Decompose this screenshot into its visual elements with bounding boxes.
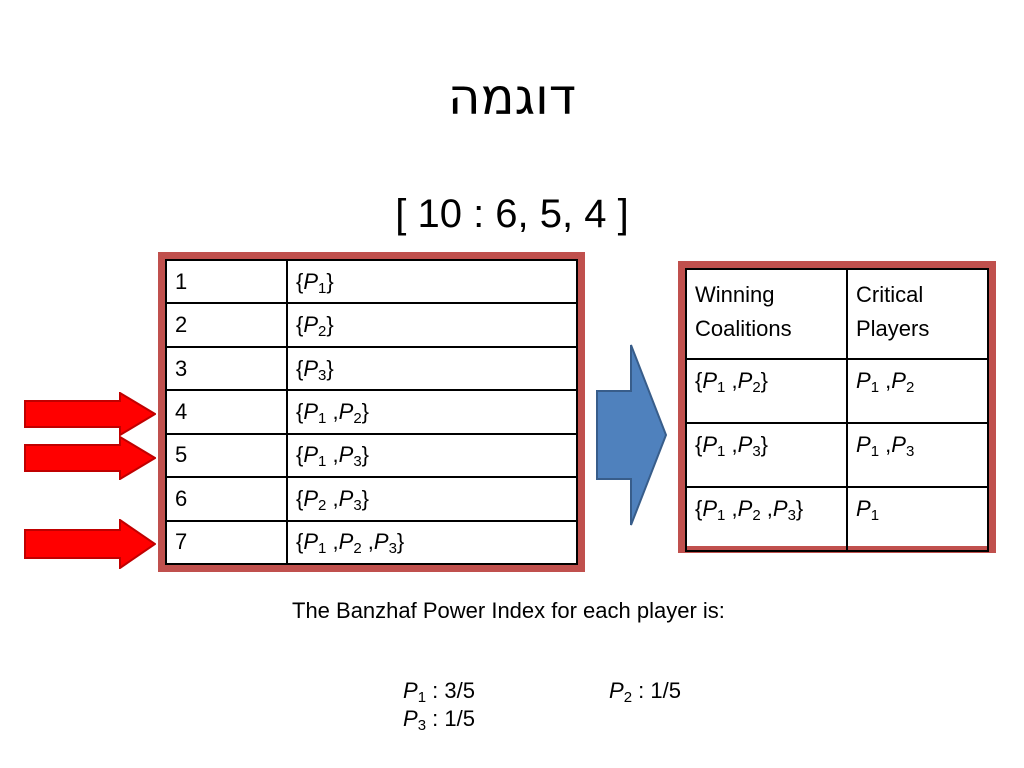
banzhaf-value-p2: P2 : 1/5: [609, 678, 681, 706]
winning-coalition-row: {P1 ,P2 ,P3}P1: [685, 486, 989, 552]
coalition-row: 2{P2}: [165, 302, 578, 348]
winning-coalitions-table-frame: Winning Coalitions Critical Players {P1 …: [678, 261, 996, 553]
blue-arrow: [596, 344, 668, 526]
critical-players: P1 ,P2: [846, 358, 989, 424]
coalition-number: 1: [165, 258, 288, 305]
slide-title: דוגמה: [447, 68, 577, 126]
coalition-set: {P3}: [286, 345, 578, 392]
winning-coalition-row: {P1 ,P3}P1 ,P3: [685, 422, 989, 488]
red-arrow-row-4: [24, 392, 156, 436]
coalition-row: 4{P1 ,P2}: [165, 389, 578, 435]
coalition-set: {P2 ,P3}: [286, 476, 578, 522]
table-header-row: Winning Coalitions Critical Players: [685, 268, 989, 360]
critical-players: P1 ,P3: [846, 422, 989, 488]
weighted-voting-system: [ 10 : 6, 5, 4 ]: [395, 192, 629, 236]
coalition-number: 6: [165, 476, 288, 522]
coalition-number: 3: [165, 345, 288, 392]
banzhaf-caption: The Banzhaf Power Index for each player …: [292, 598, 725, 623]
coalition-set: {P1 ,P2 ,P3}: [286, 519, 578, 566]
winning-coalition-row: {P1 ,P2}P1 ,P2: [685, 358, 989, 424]
coalition-row: 7{P1 ,P2 ,P3}: [165, 519, 578, 566]
coalition-set: {P1 ,P3}: [286, 432, 578, 479]
coalition-set: {P1}: [286, 258, 578, 305]
critical-players: P1: [846, 486, 989, 552]
winning-coalitions-table: Winning Coalitions Critical Players {P1 …: [685, 268, 989, 552]
coalition-set: {P2}: [286, 302, 578, 348]
coalition-row: 1{P1}: [165, 258, 578, 305]
winning-coalition: {P1 ,P2}: [685, 358, 848, 424]
coalition-row: 5{P1 ,P3}: [165, 432, 578, 479]
winning-coalition: {P1 ,P2 ,P3}: [685, 486, 848, 552]
coalitions-table: 1{P1}2{P2}3{P3}4{P1 ,P2}5{P1 ,P3}6{P2 ,P…: [165, 258, 578, 566]
coalitions-table-frame: 1{P1}2{P2}3{P3}4{P1 ,P2}5{P1 ,P3}6{P2 ,P…: [158, 252, 585, 572]
banzhaf-value-p3: P3 : 1/5: [403, 706, 475, 734]
coalition-number: 5: [165, 432, 288, 479]
red-arrow-row-5: [24, 436, 156, 480]
banzhaf-value-p1: P1 : 3/5: [403, 678, 475, 706]
coalition-number: 2: [165, 302, 288, 348]
header-winning-coalitions: Winning Coalitions: [685, 268, 848, 360]
coalition-row: 6{P2 ,P3}: [165, 476, 578, 522]
coalition-number: 4: [165, 389, 288, 435]
coalition-row: 3{P3}: [165, 345, 578, 392]
winning-coalition: {P1 ,P3}: [685, 422, 848, 488]
coalition-set: {P1 ,P2}: [286, 389, 578, 435]
red-arrow-row-7: [24, 519, 156, 569]
header-critical-players: Critical Players: [846, 268, 989, 360]
coalition-number: 7: [165, 519, 288, 566]
